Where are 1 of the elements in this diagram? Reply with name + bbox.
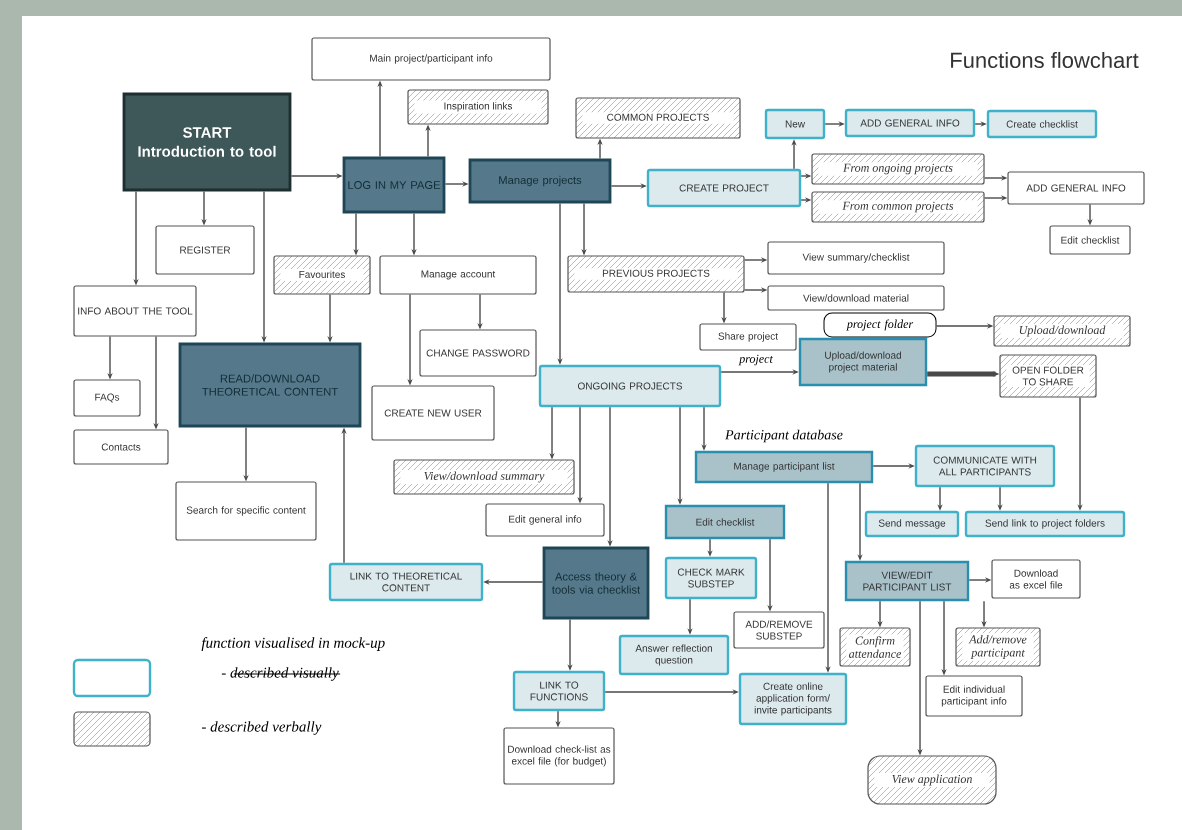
title: Functions flowchart — [951, 51, 1139, 69]
